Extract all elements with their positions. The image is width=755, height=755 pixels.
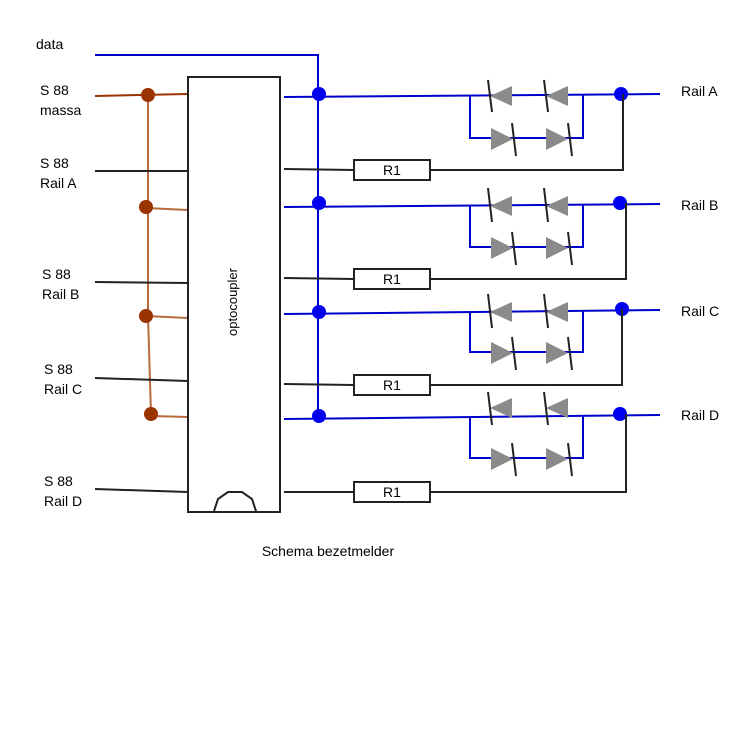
junction-dot — [312, 87, 326, 101]
s88-label: Rail A — [40, 175, 77, 191]
s88-input-wires — [94, 170, 189, 493]
diode-icon — [546, 302, 568, 322]
rail-label: Rail A — [681, 83, 718, 99]
junction-dot — [144, 407, 158, 421]
s88-label: Rail D — [44, 493, 82, 509]
diode-bridge-c — [469, 293, 584, 371]
diode-icon — [546, 237, 568, 259]
resistor-r1-d: R1 — [353, 481, 431, 503]
diode-bridge-a — [469, 79, 584, 157]
resistor-r1-b: R1 — [353, 268, 431, 290]
optocoupler-chip: optocoupler — [187, 76, 281, 513]
s88-label: S 88 — [44, 473, 73, 489]
diode-icon — [546, 86, 568, 106]
resistor-label: R1 — [383, 484, 401, 500]
junction-dot — [139, 200, 153, 214]
diode-icon — [546, 128, 568, 150]
diode-bridge-d — [469, 391, 584, 477]
junction-dot — [613, 196, 627, 210]
s88-label: Rail B — [42, 286, 79, 302]
s88-label: Rail C — [44, 381, 82, 397]
diode-icon — [491, 237, 513, 259]
diode-bridge-b — [469, 187, 584, 266]
rail-label: Rail C — [681, 303, 719, 319]
diagram-caption: Schema bezetmelder — [262, 543, 395, 559]
blue-output-wires — [283, 93, 661, 420]
s88-label: massa — [40, 102, 81, 118]
diode-icon — [490, 398, 512, 418]
resistor-wires — [283, 94, 627, 493]
diode-icon — [490, 86, 512, 106]
diode-icon — [491, 448, 513, 470]
chip-notch — [213, 491, 257, 512]
diode-icon — [490, 196, 512, 216]
diode-icon — [546, 342, 568, 364]
massa-nodes — [139, 88, 158, 421]
resistor-r1-a: R1 — [353, 159, 431, 181]
rail-label: Rail B — [681, 197, 718, 213]
junction-dot — [312, 409, 326, 423]
resistor-r1-c: R1 — [353, 374, 431, 396]
resistor-label: R1 — [383, 271, 401, 287]
rail-label: Rail D — [681, 407, 719, 423]
diode-icon — [546, 196, 568, 216]
resistor-label: R1 — [383, 162, 401, 178]
data-line — [95, 54, 319, 418]
junction-dot — [312, 305, 326, 319]
diode-icon — [490, 302, 512, 322]
s88-label: S 88 — [42, 266, 71, 282]
chip-label: optocoupler — [225, 267, 240, 336]
diode-icon — [491, 342, 513, 364]
s88-label: S 88 — [40, 82, 69, 98]
junction-dot — [312, 196, 326, 210]
junction-dot — [139, 309, 153, 323]
junction-dot — [141, 88, 155, 102]
s88-label: S 88 — [44, 361, 73, 377]
diode-icon — [546, 448, 568, 470]
diode-icon — [546, 398, 568, 418]
junction-dot — [613, 407, 627, 421]
resistor-label: R1 — [383, 377, 401, 393]
diode-icon — [491, 128, 513, 150]
junction-dot — [614, 87, 628, 101]
data-label: data — [36, 36, 63, 52]
s88-label: S 88 — [40, 155, 69, 171]
massa-bus — [94, 93, 189, 418]
